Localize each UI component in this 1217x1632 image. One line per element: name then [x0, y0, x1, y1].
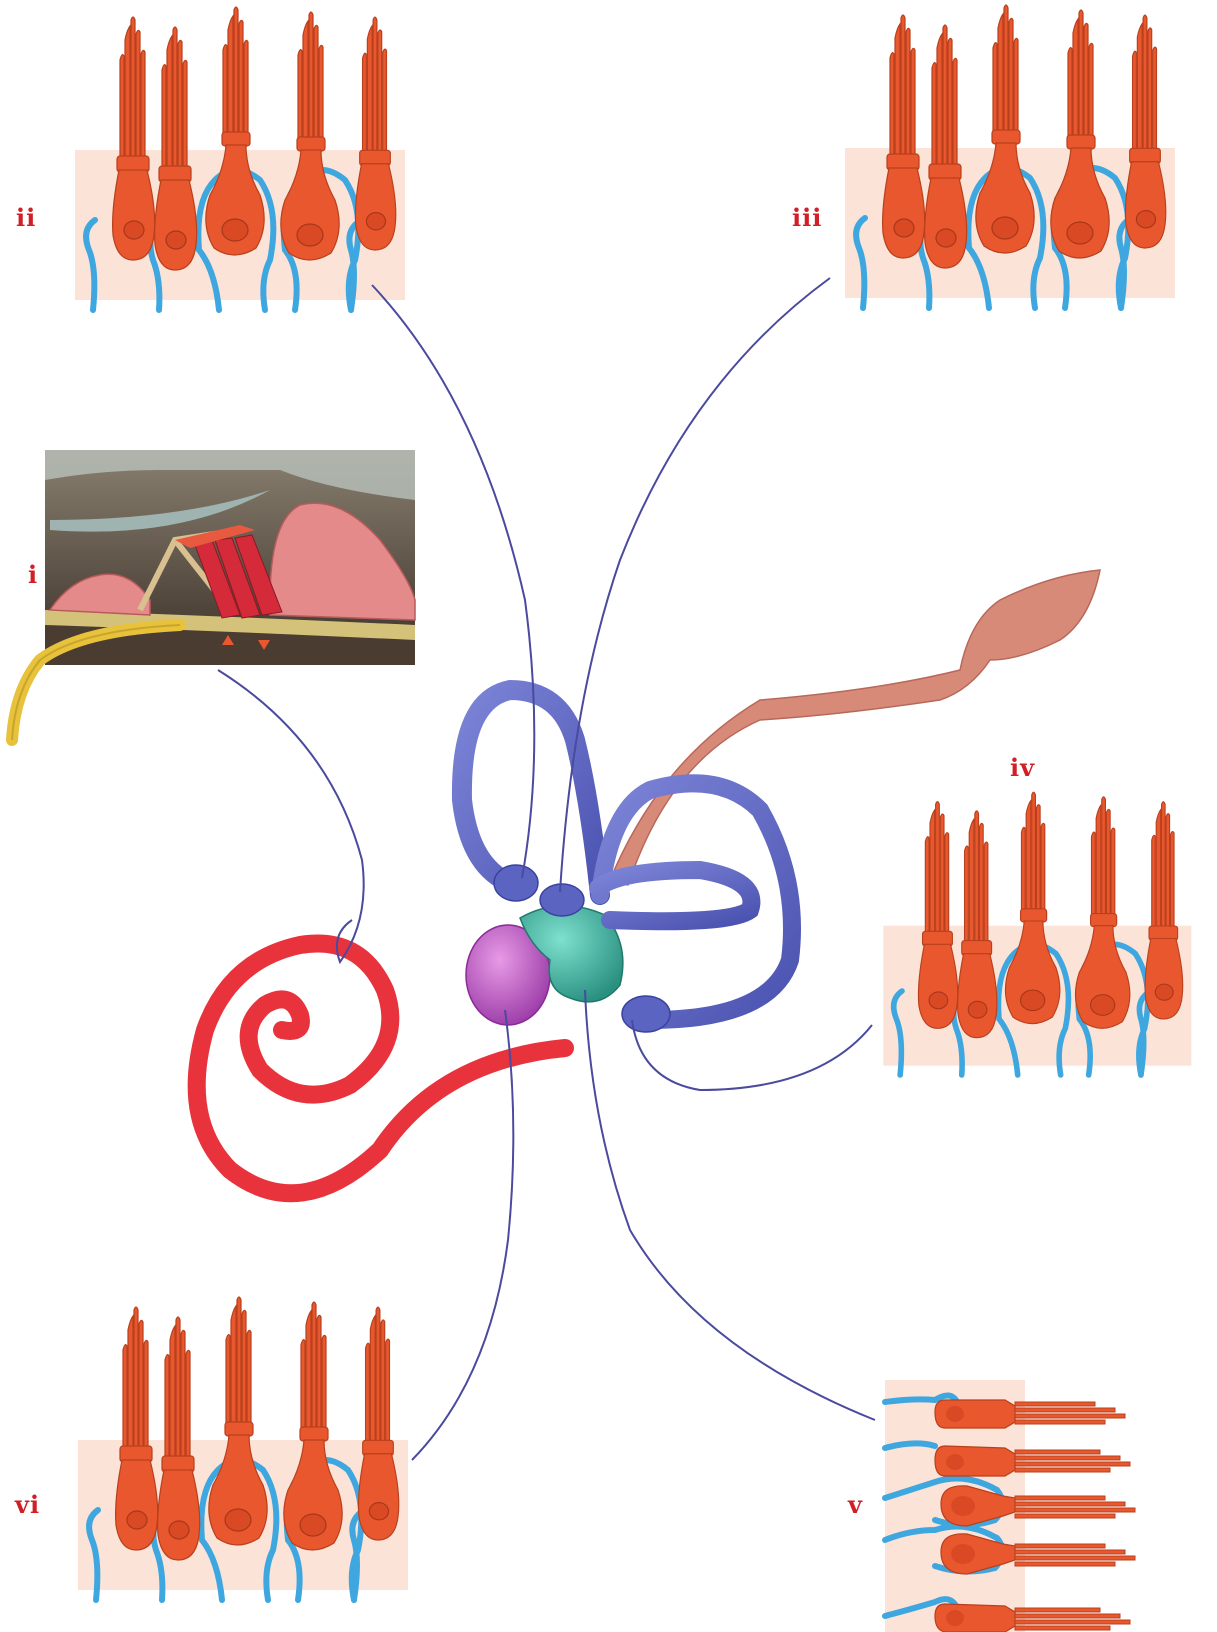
ampulla-posterior	[540, 884, 584, 916]
label-i: i	[28, 560, 38, 589]
hair-cell-panel-ii	[75, 7, 405, 310]
connector-iii	[560, 278, 830, 892]
hair-cell-panel-iv	[883, 792, 1191, 1075]
hair-cell-panel-v	[885, 1380, 1135, 1632]
label-ii: ii	[16, 203, 36, 232]
connector-iv	[632, 1020, 872, 1090]
label-iv: iv	[1010, 753, 1035, 782]
hair-cell-panel-iii	[845, 5, 1175, 308]
label-iii: iii	[792, 203, 822, 232]
ampulla-anterior	[494, 865, 538, 901]
hair-cell-panel-vi	[78, 1297, 408, 1600]
label-v: v	[848, 1490, 863, 1519]
label-vi: vi	[15, 1490, 40, 1519]
connector-i	[218, 670, 364, 962]
connector-v	[585, 990, 875, 1420]
ampulla-lateral	[622, 996, 670, 1032]
